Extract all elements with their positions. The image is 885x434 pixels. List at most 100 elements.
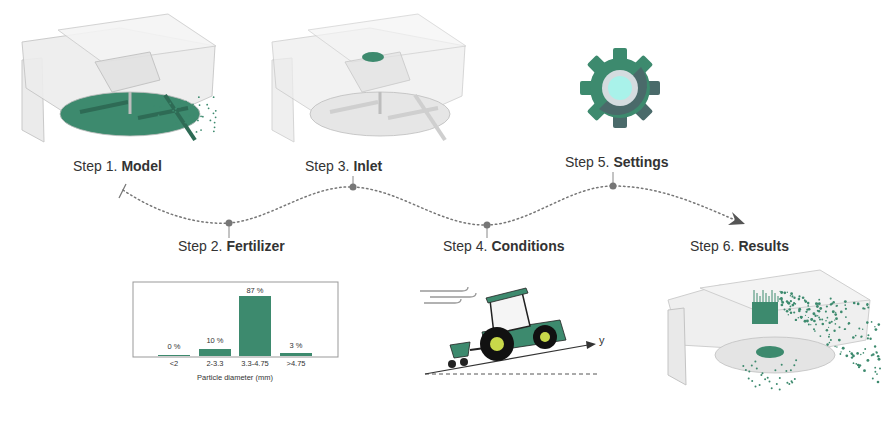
particle <box>754 361 756 363</box>
histogram-bar <box>199 349 231 356</box>
particle-stream <box>778 296 779 302</box>
particle <box>762 372 764 374</box>
particle <box>806 320 809 323</box>
particle <box>806 308 808 310</box>
particle <box>745 369 747 371</box>
step-number: Step 5. <box>565 154 609 170</box>
particle <box>845 354 848 357</box>
particle <box>781 304 784 307</box>
particle <box>786 382 788 384</box>
particle <box>876 373 878 375</box>
particle <box>826 305 828 307</box>
particle <box>748 378 750 380</box>
particle <box>861 335 863 337</box>
particle <box>149 131 151 133</box>
ground-line <box>425 374 600 375</box>
particle <box>817 315 818 316</box>
particle <box>213 112 215 114</box>
particle <box>810 324 811 325</box>
particle <box>845 308 847 310</box>
settings-gear <box>580 48 660 128</box>
particle-stream <box>754 290 755 302</box>
particle <box>206 104 208 106</box>
particle <box>791 295 793 297</box>
particle <box>878 358 881 361</box>
particle <box>815 302 818 305</box>
cab-roof <box>486 288 528 303</box>
particle <box>177 105 179 107</box>
particle <box>849 351 850 352</box>
particle <box>829 342 831 344</box>
particle <box>787 311 788 312</box>
particle <box>814 330 816 332</box>
particle <box>825 311 827 313</box>
vane <box>165 95 195 140</box>
step-dot <box>350 184 357 191</box>
hopper-wheel <box>448 360 456 368</box>
particle <box>855 363 857 365</box>
particle <box>866 303 868 305</box>
particle <box>790 311 792 313</box>
bin-label: <2 <box>170 359 179 368</box>
particle <box>874 345 876 347</box>
particle <box>816 305 819 308</box>
particle <box>852 336 855 339</box>
particle <box>794 303 796 305</box>
particle <box>866 321 869 324</box>
particle <box>215 116 217 118</box>
particle <box>805 311 807 313</box>
particle <box>789 305 791 307</box>
step-number: Step 4. <box>443 238 487 254</box>
particle <box>844 300 847 303</box>
particle <box>748 370 750 372</box>
particle <box>214 126 216 128</box>
particle <box>784 309 786 311</box>
particle <box>755 386 757 388</box>
particle <box>863 369 866 372</box>
particle <box>863 352 865 354</box>
particle <box>158 115 160 117</box>
particle <box>860 336 862 338</box>
particle <box>214 122 216 124</box>
step-name: Fertilizer <box>226 238 284 254</box>
particle <box>802 296 805 299</box>
particle <box>828 321 830 323</box>
particle <box>791 382 793 384</box>
particle <box>787 302 789 304</box>
particle <box>840 353 842 355</box>
gear-center <box>608 76 632 100</box>
particle <box>798 308 801 311</box>
particle <box>835 312 836 313</box>
particle <box>874 371 876 373</box>
particle <box>172 110 174 112</box>
side-panel <box>668 308 686 385</box>
particle-stream <box>766 293 767 302</box>
bar-value: 0 % <box>168 342 181 351</box>
particle <box>783 291 786 294</box>
particle <box>184 122 186 124</box>
inlet-mark <box>362 52 384 62</box>
particle <box>202 116 204 118</box>
histogram-bar <box>158 355 190 356</box>
funnel <box>345 52 410 92</box>
particle <box>850 352 853 355</box>
bin-label: 3.3-4.75 <box>241 359 269 368</box>
step-name: Model <box>121 158 161 174</box>
particle <box>776 383 778 385</box>
gear-ring <box>602 70 638 106</box>
bin-label: >4.75 <box>287 359 306 368</box>
particle-stream <box>763 290 764 302</box>
rear-hub <box>490 337 504 351</box>
particle <box>185 101 187 103</box>
particle <box>194 117 196 119</box>
particle <box>836 346 837 347</box>
particle <box>818 299 820 301</box>
particle <box>175 122 177 124</box>
particle <box>826 343 829 346</box>
particle <box>869 338 871 340</box>
shaft <box>129 92 132 114</box>
particle <box>860 354 861 355</box>
particle <box>175 108 177 110</box>
particle <box>200 115 202 117</box>
